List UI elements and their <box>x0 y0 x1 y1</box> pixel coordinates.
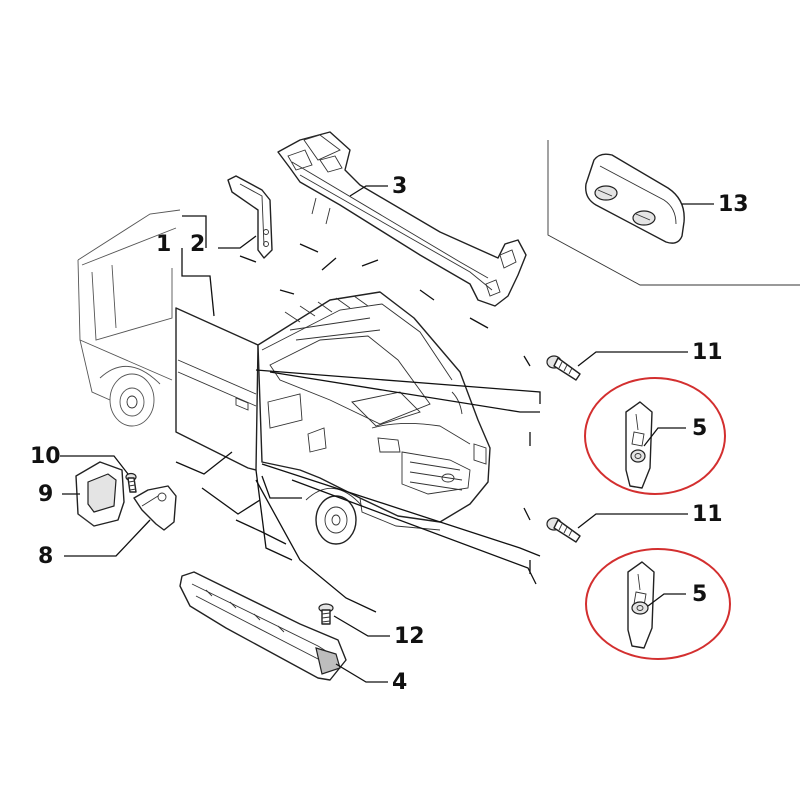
part-5-striker-lower[interactable] <box>627 561 655 649</box>
part-1-sliding-door[interactable] <box>175 307 259 471</box>
callout-10: 10 <box>30 444 61 469</box>
van-body <box>77 209 181 427</box>
leader-lines <box>60 185 714 683</box>
callout-8: 8 <box>38 544 53 569</box>
callout-1: 1 <box>156 232 171 257</box>
callout-3: 3 <box>392 174 407 199</box>
callout-9: 9 <box>38 482 53 507</box>
part-5-striker-upper[interactable] <box>625 401 653 489</box>
part-3-cross-member[interactable] <box>277 131 527 307</box>
part-13-plug[interactable] <box>585 153 685 244</box>
callout-4: 4 <box>392 670 407 695</box>
van-front-cab <box>257 291 491 545</box>
callout-11-upper: 11 <box>692 340 723 365</box>
part-10-screw[interactable] <box>125 472 137 493</box>
part-11-bolt-upper[interactable] <box>546 355 581 381</box>
callout-12: 12 <box>394 624 425 649</box>
callout-2: 2 <box>190 232 205 257</box>
callout-5-lower: 5 <box>692 582 707 607</box>
part-9-guide-block[interactable] <box>75 461 125 527</box>
part-11-bolt-lower[interactable] <box>546 517 581 543</box>
highlight-ellipse-upper <box>584 377 726 495</box>
part-8-hinge-bracket[interactable] <box>133 485 177 531</box>
callout-11-lower: 11 <box>692 502 723 527</box>
callout-5-upper: 5 <box>692 416 707 441</box>
part-4-sill-panel[interactable] <box>179 571 347 681</box>
part-12-screw[interactable] <box>318 603 334 625</box>
inset-frame <box>547 140 800 286</box>
part-2-bracket[interactable] <box>227 175 273 259</box>
highlight-ellipse-lower <box>585 548 731 660</box>
callout-13: 13 <box>718 192 749 217</box>
